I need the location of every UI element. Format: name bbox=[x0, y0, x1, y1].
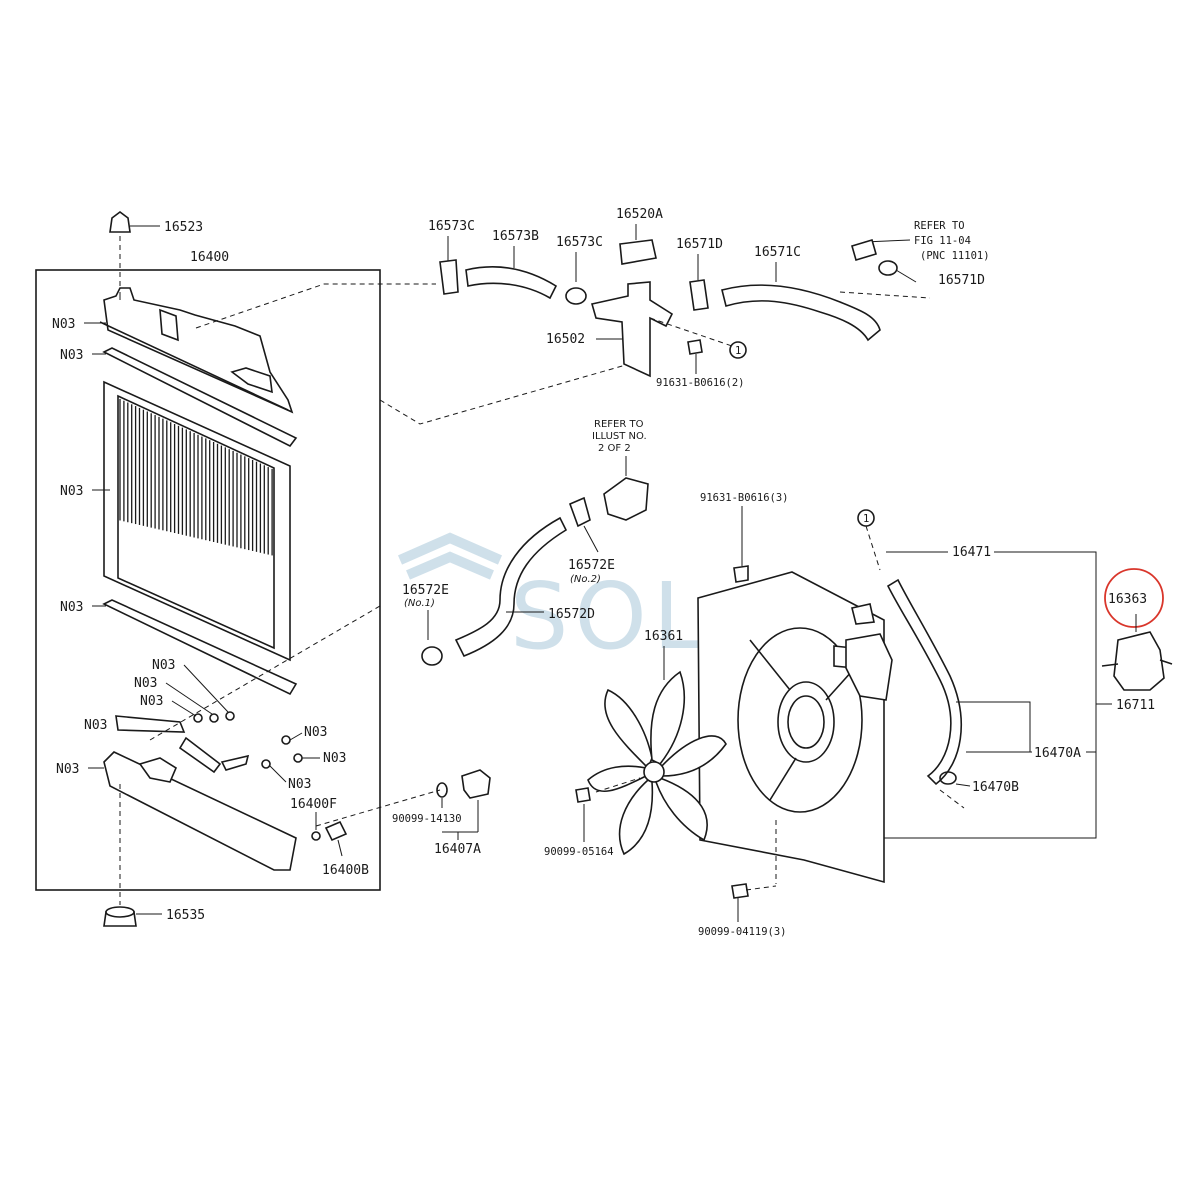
label-16407A: 16407A bbox=[434, 842, 481, 857]
label-16571C: 16571C bbox=[754, 245, 801, 260]
label-16363: 16363 bbox=[1108, 592, 1147, 607]
refer-text: 2 OF 2 bbox=[598, 443, 631, 454]
label-n03: N03 bbox=[323, 751, 346, 766]
fan-16361 bbox=[587, 670, 727, 856]
drain-cock: 16400F 16400B bbox=[290, 797, 369, 878]
label-16572E: 16572E bbox=[568, 558, 615, 573]
clamp-16573C bbox=[439, 259, 459, 295]
label-no1: (No.1) bbox=[404, 598, 435, 609]
highlight-circle bbox=[1104, 568, 1164, 628]
watermark: SOL bbox=[397, 532, 710, 670]
hose-16572D bbox=[454, 516, 568, 658]
radiator-group-box bbox=[35, 269, 381, 891]
reserve-tank bbox=[845, 603, 893, 701]
label-91631-b0616-2: 91631-B0616(2) bbox=[656, 377, 745, 389]
label-n03: N03 bbox=[52, 317, 75, 332]
label-16470B: 16470B bbox=[972, 780, 1019, 795]
n03-labels-left: N03 N03 N03 N03 bbox=[52, 317, 110, 615]
lower-gasket bbox=[102, 599, 298, 696]
refer-text: REFER TO bbox=[594, 419, 644, 430]
label-90099-05164: 90099-05164 bbox=[544, 846, 614, 858]
refer-note-2: REFER TO ILLUST NO. 2 OF 2 bbox=[592, 419, 647, 476]
bolt-90099-04119 bbox=[731, 883, 749, 899]
radiator-core bbox=[103, 380, 291, 662]
label-16520A: 16520A bbox=[616, 207, 663, 222]
radiator-fittings: N03 N03 N03 N03 N03 N03 N03 bbox=[84, 605, 381, 792]
label-16571D: 16571D bbox=[938, 273, 985, 288]
fan-motor-16363 bbox=[1101, 631, 1173, 691]
nut-90099-05164 bbox=[575, 787, 591, 803]
radiator-lower-tank: N03 bbox=[56, 751, 297, 905]
refer-text: (PNC 11101) bbox=[920, 250, 990, 262]
label-n03: N03 bbox=[60, 348, 83, 363]
label-16572E: 16572E bbox=[402, 583, 449, 598]
label-16523: 16523 bbox=[164, 220, 203, 235]
filler-cap-16520A bbox=[619, 239, 657, 265]
label-16573B: 16573B bbox=[492, 229, 539, 244]
label-n03: N03 bbox=[288, 777, 311, 792]
hose-16571C bbox=[721, 284, 881, 342]
label-n03: N03 bbox=[140, 694, 163, 709]
label-n03: N03 bbox=[304, 725, 327, 740]
label-16711: 16711 bbox=[1116, 698, 1155, 713]
refer-text: ILLUST NO. bbox=[592, 431, 647, 442]
label-n03: N03 bbox=[152, 658, 175, 673]
label-n03: N03 bbox=[134, 676, 157, 691]
label-16470A: 16470A bbox=[1034, 746, 1081, 761]
clamp-16571D bbox=[689, 279, 709, 311]
refer-text: FIG 11-04 bbox=[914, 235, 971, 247]
ref-circle-1 bbox=[729, 341, 747, 359]
label-n03: N03 bbox=[60, 484, 83, 499]
ref-circle-1-label: 1 bbox=[735, 345, 741, 357]
label-no2: (No.2) bbox=[570, 574, 601, 585]
refer-text: REFER TO bbox=[914, 220, 965, 232]
upper-connection-dash bbox=[195, 283, 436, 329]
water-inlet-16502 bbox=[590, 281, 733, 378]
upper-gasket bbox=[102, 347, 298, 448]
clamp-16572E-2 bbox=[568, 496, 591, 528]
label-16400B: 16400B bbox=[322, 863, 369, 878]
label-16571D: 16571D bbox=[676, 237, 723, 252]
outlet-housing bbox=[603, 477, 649, 521]
label-n03: N03 bbox=[84, 718, 107, 733]
ref-circle-1-label: 1 bbox=[863, 513, 869, 525]
label-16471: 16471 bbox=[952, 545, 991, 560]
clamp-16470B bbox=[939, 771, 957, 785]
label-90099-04119-3: 90099-04119(3) bbox=[698, 926, 787, 938]
label-16573C: 16573C bbox=[556, 235, 603, 250]
clamp-16573C-2 bbox=[565, 287, 587, 305]
label-16361: 16361 bbox=[644, 629, 683, 644]
label-16572D: 16572D bbox=[548, 607, 595, 622]
label-16535: 16535 bbox=[166, 908, 205, 923]
radiator-cap-16523 bbox=[109, 211, 160, 300]
clamp-16572E-1 bbox=[421, 646, 443, 666]
label-16400: 16400 bbox=[190, 250, 229, 265]
bolt-91631-3 bbox=[733, 565, 749, 583]
label-16502: 16502 bbox=[546, 332, 585, 347]
label-n03: N03 bbox=[56, 762, 79, 777]
hose-16573B bbox=[465, 266, 558, 300]
overflow-hose-16470A bbox=[886, 578, 962, 786]
upper-connection-dash-2 bbox=[379, 357, 651, 425]
refer-note-1: REFER TO FIG 11-04 (PNC 11101) bbox=[839, 220, 990, 299]
radiator-upper-tank bbox=[99, 287, 294, 414]
bolt-91631-2 bbox=[687, 339, 703, 374]
label-n03: N03 bbox=[60, 600, 83, 615]
lower-cushion-16535 bbox=[103, 906, 162, 927]
label-90099-14130: 90099-14130 bbox=[392, 813, 462, 825]
label-91631-b0616-3: 91631-B0616(3) bbox=[700, 492, 789, 504]
label-16400F: 16400F bbox=[290, 797, 337, 812]
watermark-text: SOL bbox=[510, 563, 710, 670]
temperature-switch: 90099-14130 16407A bbox=[315, 769, 491, 857]
label-16573C: 16573C bbox=[428, 219, 475, 234]
